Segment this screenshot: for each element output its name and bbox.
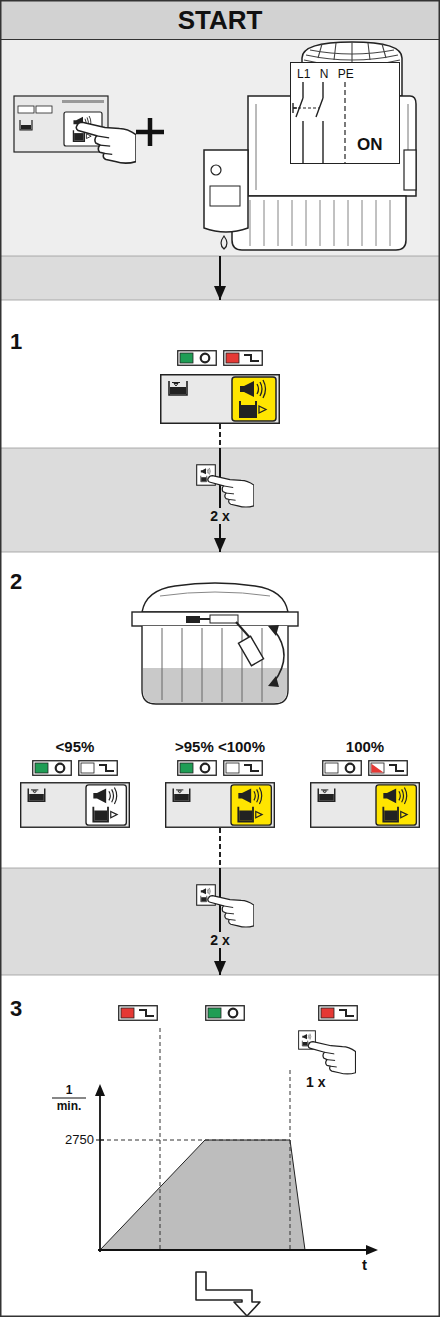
band-hand-2	[208, 896, 254, 927]
band-hand-1	[197, 465, 254, 507]
level-range: >95% <100%	[150, 738, 290, 755]
step-panel: 2	[0, 552, 440, 868]
press-count: 2 x	[196, 508, 244, 524]
step-panel: 1	[0, 300, 440, 448]
press-count: 1 x	[306, 1074, 346, 1090]
section-lines	[0, 256, 440, 975]
band-hand-2	[197, 885, 216, 905]
switch-state: ON	[357, 135, 383, 155]
press-count: 2 x	[196, 932, 244, 948]
section-lines	[0, 256, 440, 975]
step-number: 3	[10, 997, 22, 1021]
step-number: 2	[10, 570, 22, 594]
axis-unit: min.	[51, 1099, 87, 1113]
axis-value: 2750	[38, 1132, 94, 1147]
axis-unit: 1	[51, 1083, 87, 1097]
wire-names: L1 N PE	[297, 67, 354, 81]
start-section: L1 N PE ON START	[0, 0, 440, 256]
flow-arrow	[219, 448, 221, 552]
axis-name: t	[362, 1256, 382, 1273]
band-hand-2	[197, 885, 254, 927]
step-number: 1	[10, 330, 22, 354]
level-range: 100%	[315, 738, 415, 755]
flow-arrow	[219, 256, 221, 300]
level-range: <95%	[25, 738, 125, 755]
switch-label-box: L1 N PE ON	[290, 62, 400, 164]
flow-arrow	[219, 868, 221, 975]
band-hand-1	[208, 476, 254, 507]
section-title: START	[0, 0, 440, 40]
band-hand-1	[197, 465, 216, 485]
